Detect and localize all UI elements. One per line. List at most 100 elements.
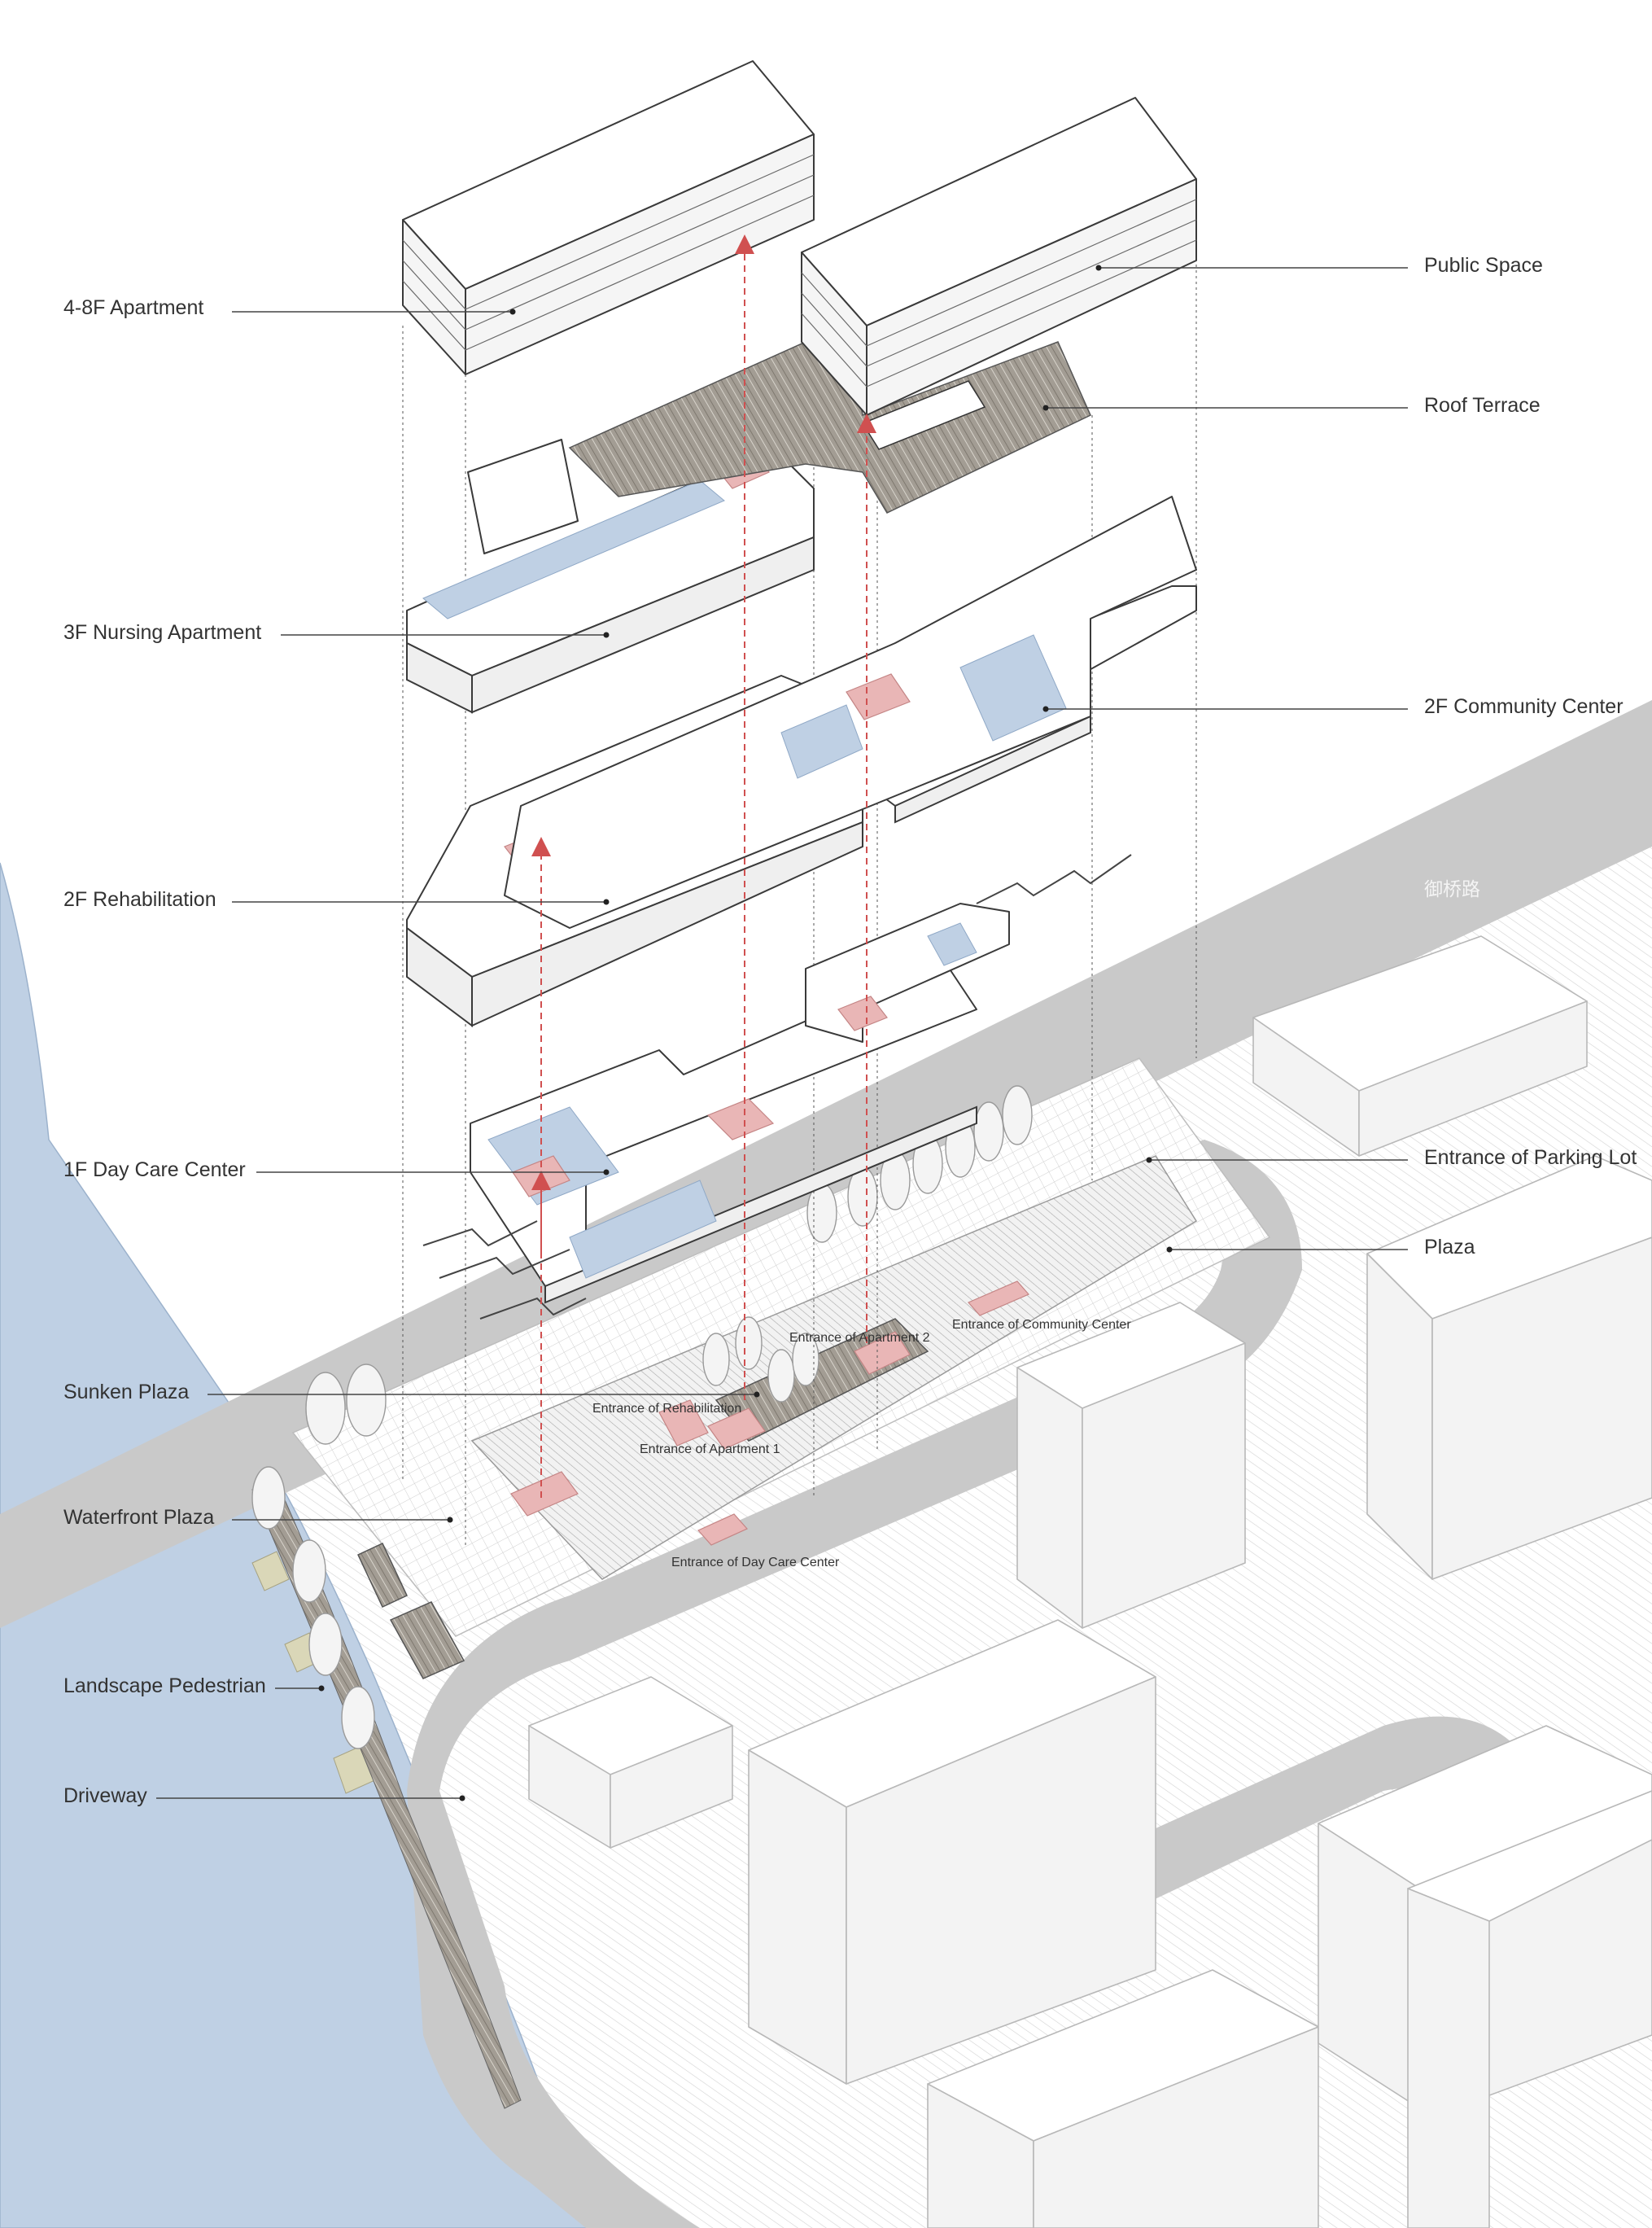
floor-1f-core-2 [706, 1098, 775, 1140]
context-tower-bottom-front [927, 2083, 1034, 2228]
label-3f-nursing: 3F Nursing Apartment [63, 621, 261, 644]
floor-3f-blue-strip [422, 479, 725, 619]
roof-block-west [467, 439, 579, 554]
context-buildings [528, 935, 1652, 2228]
context-tower-center-front [748, 1749, 847, 2085]
tree [792, 1333, 819, 1386]
annotation-entrance-rehabilitation: Entrance of Rehabilitation [592, 1402, 741, 1416]
roof-terrace-level [467, 341, 1091, 554]
entrance-apt2-marker [854, 1331, 911, 1375]
leader-dot [447, 1517, 453, 1523]
label-waterfront-plaza: Waterfront Plaza [63, 1506, 214, 1529]
leader-dot [603, 899, 610, 905]
leader-dot [509, 309, 516, 315]
floor-3f-east-slab [504, 496, 1197, 929]
label-1f-daycare: 1F Day Care Center [63, 1158, 246, 1181]
label-public-space: Public Space [1424, 254, 1543, 277]
tree [735, 1316, 763, 1370]
floor-1f-daycare [422, 960, 977, 1320]
leader-dot [318, 1685, 325, 1692]
label-landscape-pedestrian: Landscape Pedestrian [63, 1674, 266, 1697]
context-tower-center-side [846, 1676, 1156, 2085]
floor-3f-east-core [846, 673, 911, 720]
floor-2f-annex-core [837, 996, 888, 1031]
context-tower-bottom-side [1033, 2026, 1319, 2228]
tree [702, 1333, 730, 1386]
entrance-apt1-marker [707, 1407, 766, 1450]
floor-1f-ramp-3 [479, 1297, 587, 1320]
right-labels: Public Space Roof Terrace 2F Community C… [1042, 254, 1637, 1258]
floor-2f-zigzag [976, 854, 1132, 904]
floor-2f-rehab-edge-2 [471, 821, 863, 1027]
label-4-8f-apartment: 4-8F Apartment [63, 296, 203, 319]
tree [292, 1539, 326, 1603]
apartment-blocks [402, 60, 1197, 416]
leader-dot [603, 632, 610, 638]
annotation-entrance-community: Entrance of Community Center [952, 1318, 1131, 1332]
tree-row-plaza [806, 1085, 1033, 1243]
tree [308, 1613, 343, 1676]
floor-1f-slab [470, 960, 977, 1287]
context-building-villa-side [610, 1725, 733, 1849]
label-2f-community: 2F Community Center [1424, 695, 1624, 718]
left-labels: 4-8F Apartment 3F Nursing Apartment 2F R… [63, 296, 760, 1807]
tree [305, 1372, 346, 1445]
context-tower-far-right-front [1407, 1888, 1490, 2228]
leader-dot [1095, 265, 1102, 271]
waterfront-terrace-1 [357, 1543, 408, 1608]
apartment-east-side [866, 178, 1197, 416]
label-2f-rehabilitation: 2F Rehabilitation [63, 888, 216, 911]
waterfront-terrace-2 [389, 1601, 465, 1679]
tree [847, 1167, 878, 1227]
tree-group-waterfront [251, 1364, 387, 1749]
apartment-west-windows [402, 154, 815, 351]
floor-1f-edge [544, 1105, 977, 1304]
label-driveway: Driveway [63, 1784, 147, 1807]
leader-dot [754, 1391, 760, 1398]
floor-3f-east-blue-2 [780, 704, 863, 779]
floor-3f-east-blue [959, 634, 1067, 742]
tree [346, 1364, 387, 1437]
apartment-west-side [465, 134, 815, 375]
floor-1f-ramp-2 [439, 1249, 570, 1279]
annotation-entrance-apartment-2: Entrance of Apartment 2 [789, 1331, 930, 1345]
leader-dot [1166, 1246, 1173, 1253]
tree [973, 1101, 1004, 1162]
annotation-entrance-daycare: Entrance of Day Care Center [671, 1556, 840, 1569]
leader-dot [1146, 1157, 1152, 1163]
tree [251, 1466, 286, 1530]
context-building-mid-side [1082, 1342, 1246, 1629]
label-plaza: Plaza [1424, 1236, 1475, 1258]
leader-dot [1042, 405, 1049, 411]
entrance-annotations: Entrance of Apartment 2 Entrance of Comm… [592, 1318, 1131, 1569]
entrance-daycare-marker [510, 1471, 579, 1517]
label-sunken-plaza: Sunken Plaza [63, 1381, 189, 1403]
leader-dot [459, 1795, 465, 1801]
road-name-label: 御桥路 [1424, 879, 1480, 900]
entrance-community-marker [968, 1280, 1029, 1316]
tree [1002, 1085, 1033, 1145]
label-roof-terrace: Roof Terrace [1424, 394, 1541, 417]
landscape-deck-1 [251, 1551, 290, 1591]
floor-3f [406, 447, 1197, 929]
trees [251, 1085, 1033, 1749]
floor-1f-ramp-1 [422, 1220, 538, 1247]
floor-2f-annex-blue [927, 922, 977, 966]
roof-terrace-opening [861, 380, 986, 450]
context-building-right-side [1431, 1237, 1652, 1580]
apartment-east-windows [801, 199, 1197, 387]
annotation-entrance-apartment-1: Entrance of Apartment 1 [640, 1442, 780, 1456]
entrance-daycare-pad [697, 1513, 748, 1546]
leader-dot [603, 1169, 610, 1175]
tree [767, 1349, 795, 1403]
floor-3f-east-edge [894, 715, 1091, 824]
tree-row-sunken [702, 1316, 819, 1403]
tree [341, 1686, 375, 1749]
entrance-rehab-marker [658, 1399, 709, 1447]
context-building-slab-side [1358, 1000, 1588, 1157]
label-parking-entrance: Entrance of Parking Lot [1424, 1146, 1637, 1169]
leader-dot [1042, 706, 1049, 712]
floor-1f-blue-2 [569, 1180, 717, 1279]
floor-3f-west-edge-2 [471, 536, 815, 714]
